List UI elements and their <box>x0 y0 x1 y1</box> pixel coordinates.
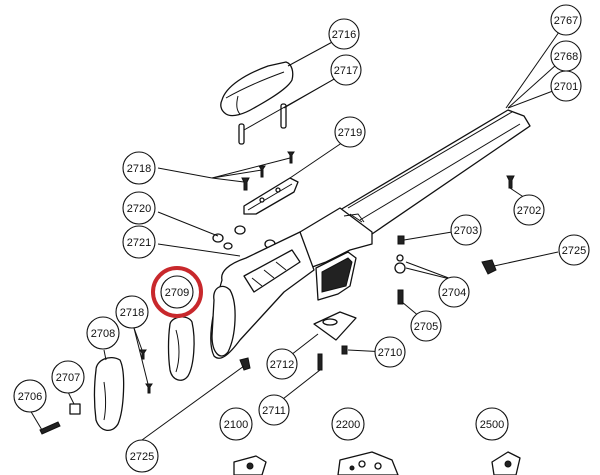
callout-2708: 2708 <box>86 316 120 350</box>
callout-label: 2710 <box>378 347 402 359</box>
callout-2705: 2705 <box>410 310 442 342</box>
highlight-ring <box>151 266 203 318</box>
callout-label: 2709 <box>165 287 189 299</box>
callout-2702: 2702 <box>513 194 545 226</box>
part-adjust-knobs <box>212 225 276 250</box>
part-screw-2702 <box>506 175 515 189</box>
callout-label: 2718 <box>127 163 151 175</box>
callout-2767: 2767 <box>550 4 582 36</box>
callout-2717: 2717 <box>330 54 362 86</box>
part-bolt-2705 <box>397 289 404 305</box>
callout-2701: 2701 <box>550 70 582 102</box>
callout-2719: 2719 <box>334 116 366 148</box>
part-butt-plate <box>93 356 125 431</box>
callout-label: 2716 <box>332 29 356 41</box>
callout-label: 2704 <box>442 287 466 299</box>
callout-label: 2768 <box>554 51 578 63</box>
callout-2711: 2711 <box>258 394 290 426</box>
part-assembly-2200 <box>337 451 399 475</box>
callout-label: 2707 <box>56 372 80 384</box>
callout-2768: 2768 <box>550 40 582 72</box>
callout-label: 2720 <box>127 203 151 215</box>
part-cheek-piece <box>220 61 294 117</box>
callout-label: 2708 <box>91 328 115 340</box>
callout-2710: 2710 <box>374 336 406 368</box>
callout-label: 2718 <box>120 307 144 319</box>
callout-label: 2767 <box>554 15 578 27</box>
callout-2709: 2709 <box>151 266 203 318</box>
part-cheek-bracket <box>243 177 299 215</box>
part-hook-right <box>481 259 497 275</box>
callout-label: 2711 <box>262 405 286 417</box>
part-assembly-2100 <box>233 455 267 475</box>
callout-2720: 2720 <box>122 191 156 225</box>
callout-2718-lower: 2718 <box>115 295 149 329</box>
callout-2703: 2703 <box>450 214 482 246</box>
part-screw-2710 <box>341 345 348 355</box>
callout-label: 2702 <box>517 205 541 217</box>
callout-label: 2703 <box>454 225 478 237</box>
callout-2721: 2721 <box>122 225 156 259</box>
callout-label: 2719 <box>338 127 362 139</box>
callout-2712: 2712 <box>266 348 298 380</box>
part-assembly-2500 <box>491 451 521 475</box>
callout-label: 2705 <box>414 321 438 333</box>
callout-2725-right: 2725 <box>558 234 590 266</box>
callout-label: 2712 <box>270 359 294 371</box>
callout-2200: 2200 <box>331 407 365 441</box>
callout-2718-upper: 2718 <box>122 151 156 185</box>
callout-label: 2701 <box>554 81 578 93</box>
callout-label: 2725 <box>130 451 154 463</box>
part-pin-2711 <box>317 353 323 371</box>
callout-label: 2500 <box>480 419 504 431</box>
part-block-2707 <box>69 403 81 415</box>
part-stock <box>210 109 531 359</box>
callout-label: 2706 <box>18 391 42 403</box>
callout-2707: 2707 <box>51 360 85 394</box>
part-plate-2712 <box>313 311 357 341</box>
callout-label: 2100 <box>224 419 248 431</box>
part-screws-upper <box>241 151 295 191</box>
part-screw-2706 <box>39 421 61 435</box>
part-screw-2703 <box>397 235 405 245</box>
part-nut-2704 <box>394 254 406 274</box>
part-pins <box>238 103 287 145</box>
callout-2704: 2704 <box>438 276 470 308</box>
callout-label: 2200 <box>336 419 360 431</box>
callout-2100: 2100 <box>219 407 253 441</box>
callout-2500: 2500 <box>475 407 509 441</box>
part-screws-lower <box>139 349 153 394</box>
callout-label: 2721 <box>127 237 151 249</box>
callout-2716: 2716 <box>328 18 360 50</box>
callout-label: 2717 <box>334 65 358 77</box>
callout-2706: 2706 <box>13 379 47 413</box>
callout-2725-lower: 2725 <box>125 439 159 473</box>
part-butt-pad <box>167 316 195 381</box>
callout-label: 2725 <box>562 245 586 257</box>
